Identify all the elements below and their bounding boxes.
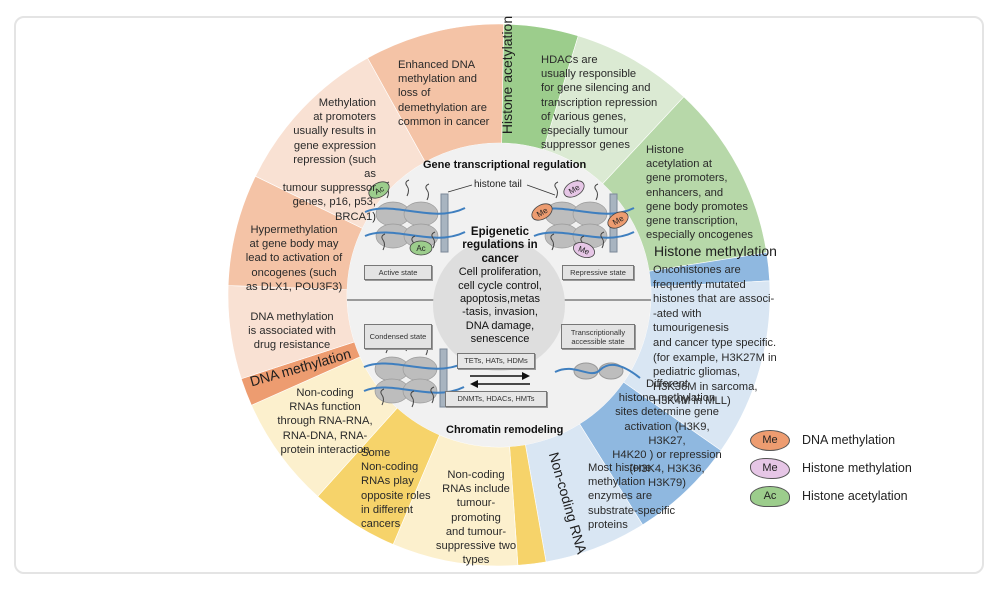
dna-strand [533,231,635,239]
legend-label: Histone acetylation [802,489,908,503]
histone-tail [554,181,559,199]
legend: Me DNA methylation Me Histone methylatio… [750,426,912,510]
accessible-state-box: Transcriptionally accessible state [561,324,635,349]
histone-tail-pointer [526,184,556,196]
dna-methylation-marker: Me [531,203,553,221]
repressive-state-box: Repressive state [562,265,634,280]
legend-item: Me Histone methylation [750,454,912,482]
histone-tail [430,386,435,404]
histone-methylation-marker-label: Me [577,244,591,256]
condensed-state-box: Condensed state [364,324,432,349]
histone-tail [405,179,410,197]
legend-label: Histone methylation [802,461,912,475]
histone-tail [594,183,599,201]
histone-tail [600,231,605,249]
active-state-box: Active state [364,265,432,280]
dna-methylation-marker-shape [531,203,553,221]
histone-acetylation-marker-icon: Ac [750,485,790,507]
histone-methylation-marker-shape [563,180,585,198]
forward-arrowhead [522,372,530,380]
condensed-chromatin [363,334,465,408]
histone-tail [431,231,436,249]
histone-tail-pointer [447,184,473,193]
acetylation-marker: Ac [368,181,390,199]
dna-strand [363,386,465,394]
band-label-histone-methylation: Histone methylation [654,243,777,259]
core-circle [433,239,565,371]
dna-strand [363,362,465,370]
dna-methylation-marker-icon: Me [750,429,790,451]
dna-methylation-marker: Me [607,211,629,229]
histone-tail-label: histone tail [474,179,522,190]
acetylation-marker-shape [409,240,433,256]
histone-tail [410,390,415,408]
histone-methylation-marker: Me [563,180,585,198]
accessible-chromatin [554,362,641,380]
histone-methylation-marker-shape [572,242,596,258]
legend-label: DNA methylation [802,433,896,447]
dna-strand [554,363,641,379]
acetylation-marker-label: Ac [416,244,425,253]
histone-tail [550,233,555,251]
legend-item: Me DNA methylation [750,426,912,454]
acetylation-marker-shape [368,181,390,199]
histone-methylation-marker-icon: Me [750,457,790,479]
segment-text-dna-enhanced: Enhanced DNA methylation and loss of dem… [398,59,490,128]
enzymes-reverse-box: DNMTs, HDACs, HMTs [445,391,547,407]
dna-methylation-marker-shape [607,211,629,229]
title-gene-transcriptional-regulation: Gene transcriptional regulation [423,159,587,171]
band-label-histone-acetylation: Histone acetylation [499,15,515,135]
dna-strand [364,207,466,215]
title-chromatin-remodeling: Chromatin remodeling [446,424,564,436]
legend-item: Ac Histone acetylation [750,482,912,510]
enzymes-forward-box: TETs, HATs, HDMs [457,353,535,369]
active-chromatin [364,179,466,253]
acetylation-marker: Ac [409,240,433,256]
histone-tail [425,183,430,201]
histone-tail [380,388,385,406]
reverse-arrowhead [470,380,478,388]
histone-bar [440,193,449,253]
dna-strand [364,231,466,239]
histone-methylation-marker: Me [572,242,596,258]
acetylation-marker-label: Ac [373,184,386,196]
histone-bar [439,348,448,408]
center-description: Cell proliferation,cell cycle control,ap… [458,266,542,346]
histone-tail [381,233,386,251]
